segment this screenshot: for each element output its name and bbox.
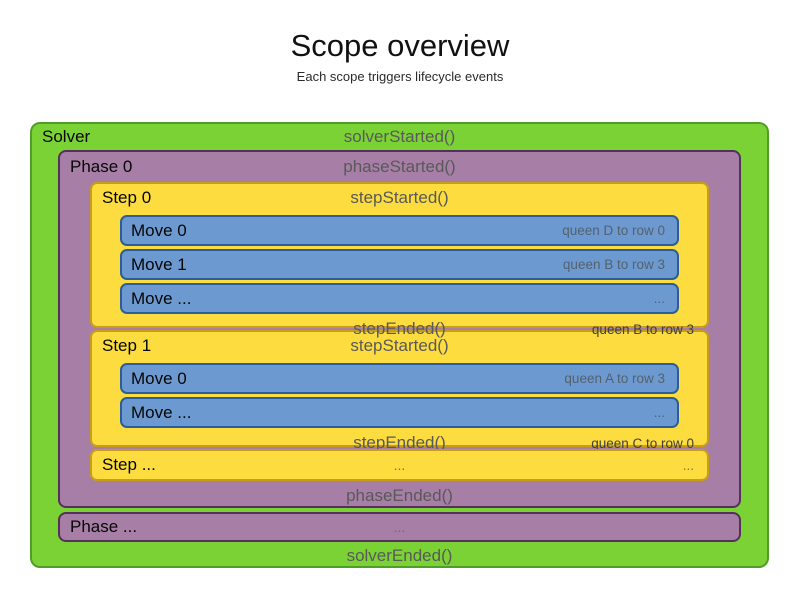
phase-started-event: phaseStarted()	[343, 157, 456, 176]
solver-label: Solver	[42, 127, 91, 146]
move-detail: ...	[653, 405, 665, 420]
phase-more-box: Phase ... ...	[58, 512, 741, 542]
move-label: Move 0	[131, 220, 187, 240]
step-more-center-dots: ...	[393, 457, 406, 473]
solver-scope-box: Solver solverStarted() Phase 0 phaseStar…	[30, 122, 769, 568]
phase0-scope-box: Phase 0 phaseStarted() Step 0 stepStarte…	[58, 150, 741, 508]
phase-ended-event: phaseEnded()	[346, 485, 453, 505]
move-detail: queen B to row 3	[562, 257, 665, 272]
phase0-label: Phase 0	[70, 157, 133, 176]
solver-ended-row: solverEnded()	[32, 542, 767, 570]
step0-label: Step 0	[102, 188, 152, 207]
step0-ended-event: stepEnded()	[353, 319, 446, 338]
step0-scope-box: Step 0 stepStarted() Move 0 queen D to r…	[90, 182, 709, 338]
step1-label: Step 1	[102, 336, 152, 355]
step1-ended-detail: queen C to row 0	[591, 435, 694, 451]
solver-started-event: solverStarted()	[343, 127, 456, 146]
step0-ended-row: stepEnded() queen B to row 3	[92, 317, 707, 341]
step1-move0-box: Move 0 queen A to row 3	[120, 363, 679, 394]
step0-header-row: Step 0 stepStarted()	[92, 184, 707, 212]
step1-header-row: Step 1 stepStarted()	[92, 332, 707, 360]
step0-move0-box: Move 0 queen D to row 0	[120, 215, 679, 246]
move-label: Move ...	[131, 402, 192, 422]
move-label: Move 0	[131, 368, 187, 388]
step0-ended-detail: queen B to row 3	[591, 321, 694, 337]
step-more-right-dots: ...	[682, 457, 694, 473]
move-detail: queen A to row 3	[564, 371, 665, 386]
step0-move1-box: Move 1 queen B to row 3	[120, 249, 679, 280]
phase-more-label: Phase ...	[70, 517, 138, 536]
step-more-label: Step ...	[102, 455, 156, 474]
step1-scope-box: Step 1 stepStarted() Move 0 queen A to r…	[90, 330, 709, 452]
step0-move-more-box: Move ... ...	[120, 283, 679, 314]
phase0-ended-row: phaseEnded()	[60, 481, 739, 510]
phase0-header-row: Phase 0 phaseStarted()	[60, 152, 739, 182]
step1-ended-row: stepEnded() queen C to row 0	[92, 431, 707, 455]
step1-ended-event: stepEnded()	[353, 433, 446, 452]
solver-header-row: Solver solverStarted()	[32, 124, 767, 150]
move-detail: queen D to row 0	[562, 223, 665, 238]
diagram-title: Scope overview	[290, 28, 510, 63]
step-more-box: Step ... ... ...	[90, 449, 709, 481]
step1-started-event: stepStarted()	[350, 336, 449, 355]
phase-more-center-dots: ...	[393, 519, 406, 535]
move-label: Move ...	[131, 288, 192, 308]
move-label: Move 1	[131, 254, 187, 274]
solver-ended-event: solverEnded()	[346, 546, 453, 565]
move-detail: ...	[653, 291, 665, 306]
step1-move-more-box: Move ... ...	[120, 397, 679, 428]
step0-started-event: stepStarted()	[350, 188, 449, 207]
diagram-subtitle: Each scope triggers lifecycle events	[296, 69, 504, 84]
